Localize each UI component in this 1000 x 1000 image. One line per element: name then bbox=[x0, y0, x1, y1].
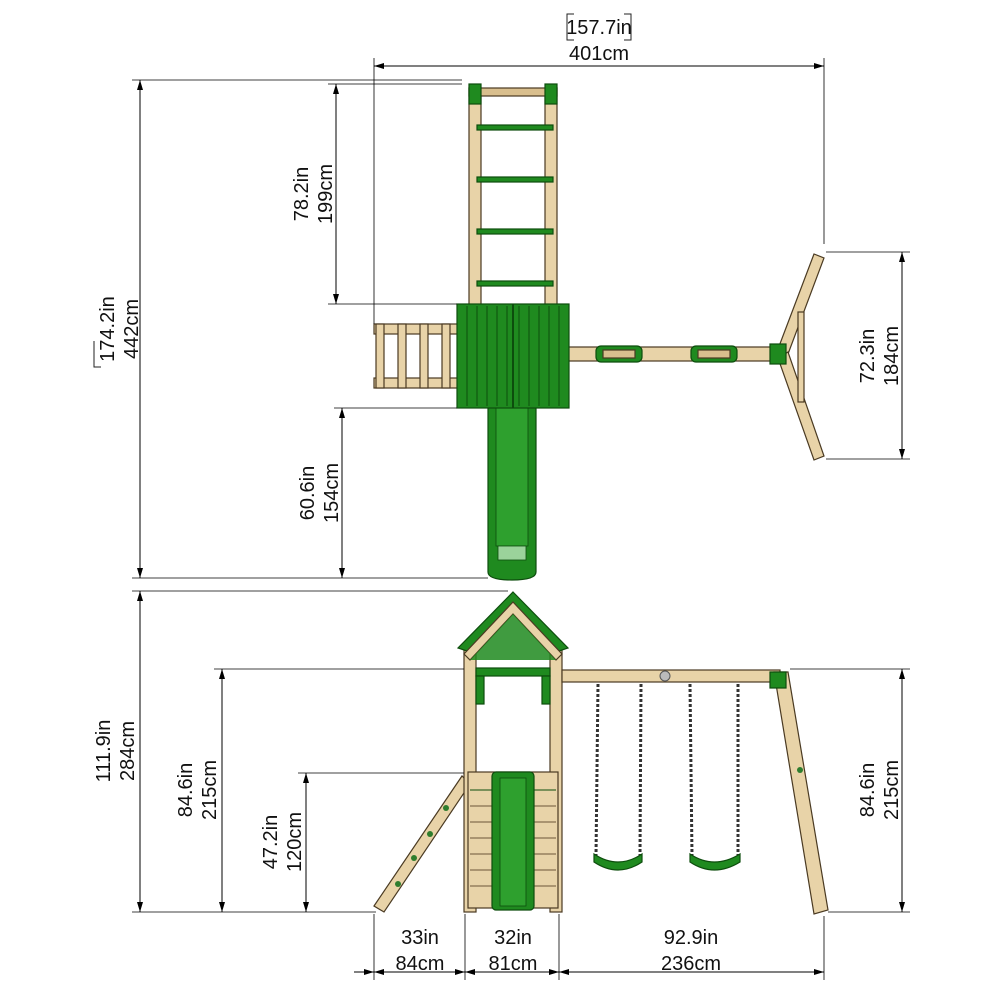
side-view: 111.9in 284cm 84.6in 215cm 47.2in 120cm bbox=[93, 590, 910, 980]
top-slide bbox=[487, 399, 537, 581]
dim-platform-height: 47.2in 120cm bbox=[260, 772, 464, 912]
top-swing-beam bbox=[567, 345, 779, 363]
top-climbing-ladder bbox=[468, 83, 558, 307]
side-roof bbox=[456, 591, 570, 661]
overall-width-inches: 157.7in bbox=[566, 17, 632, 39]
tower-height-inches: 84.6in bbox=[175, 763, 197, 818]
ramp-width-cm: 84cm bbox=[396, 953, 445, 975]
ramp-width-inches: 33in bbox=[401, 927, 439, 949]
slide-length-cm: 154cm bbox=[321, 463, 343, 523]
dim-overall-width: 157.7in 401cm bbox=[373, 13, 825, 324]
dim-climbing-ladder: 78.2in 199cm bbox=[291, 83, 462, 305]
climbing-ladder-cm: 199cm bbox=[315, 164, 337, 224]
a-frame-width-cm: 184cm bbox=[881, 326, 903, 386]
swing-beam-height-cm: 215cm bbox=[881, 760, 903, 820]
a-frame-width-inches: 72.3in bbox=[857, 329, 879, 384]
tower-width-cm: 81cm bbox=[489, 953, 538, 975]
slide-length-inches: 60.6in bbox=[297, 466, 319, 521]
overall-width-cm: 401cm bbox=[569, 43, 629, 65]
top-view: 157.7in 401cm 174.2in 442cm 78.2in 199cm bbox=[93, 13, 910, 581]
side-slide bbox=[491, 771, 535, 911]
side-ramp bbox=[373, 775, 471, 913]
side-swings bbox=[593, 683, 741, 871]
platform-height-cm: 120cm bbox=[284, 812, 306, 872]
platform-height-inches: 47.2in bbox=[260, 815, 282, 870]
dim-overall-length: 174.2in 442cm bbox=[93, 79, 488, 579]
dim-tower-height: 84.6in 215cm bbox=[175, 668, 464, 912]
top-tower-roof bbox=[456, 303, 570, 409]
top-side-ladder bbox=[373, 323, 459, 389]
side-a-frame-leg bbox=[769, 671, 829, 915]
top-a-frame bbox=[769, 253, 825, 461]
swing-span-cm: 236cm bbox=[661, 953, 721, 975]
swing-beam-height-inches: 84.6in bbox=[857, 763, 879, 818]
swing-span-inches: 92.9in bbox=[664, 927, 719, 949]
side-swing-beam bbox=[561, 669, 781, 683]
total-height-inches: 111.9in bbox=[93, 720, 115, 783]
total-height-cm: 284cm bbox=[117, 721, 139, 781]
overall-length-inches: 174.2in bbox=[97, 296, 119, 362]
dim-slide-length: 60.6in 154cm bbox=[297, 407, 457, 578]
tower-width-inches: 32in bbox=[494, 927, 532, 949]
dim-total-height: 111.9in 284cm bbox=[93, 590, 508, 913]
climbing-ladder-inches: 78.2in bbox=[291, 167, 313, 222]
tower-height-cm: 215cm bbox=[199, 760, 221, 820]
overall-length-cm: 442cm bbox=[121, 299, 143, 359]
dim-bottom-row: 33in 84cm 32in 81cm 92.9in 236cm bbox=[354, 914, 825, 980]
dim-a-frame-width: 72.3in 184cm bbox=[826, 251, 910, 460]
dim-swing-beam-height: 84.6in 215cm bbox=[790, 668, 910, 913]
